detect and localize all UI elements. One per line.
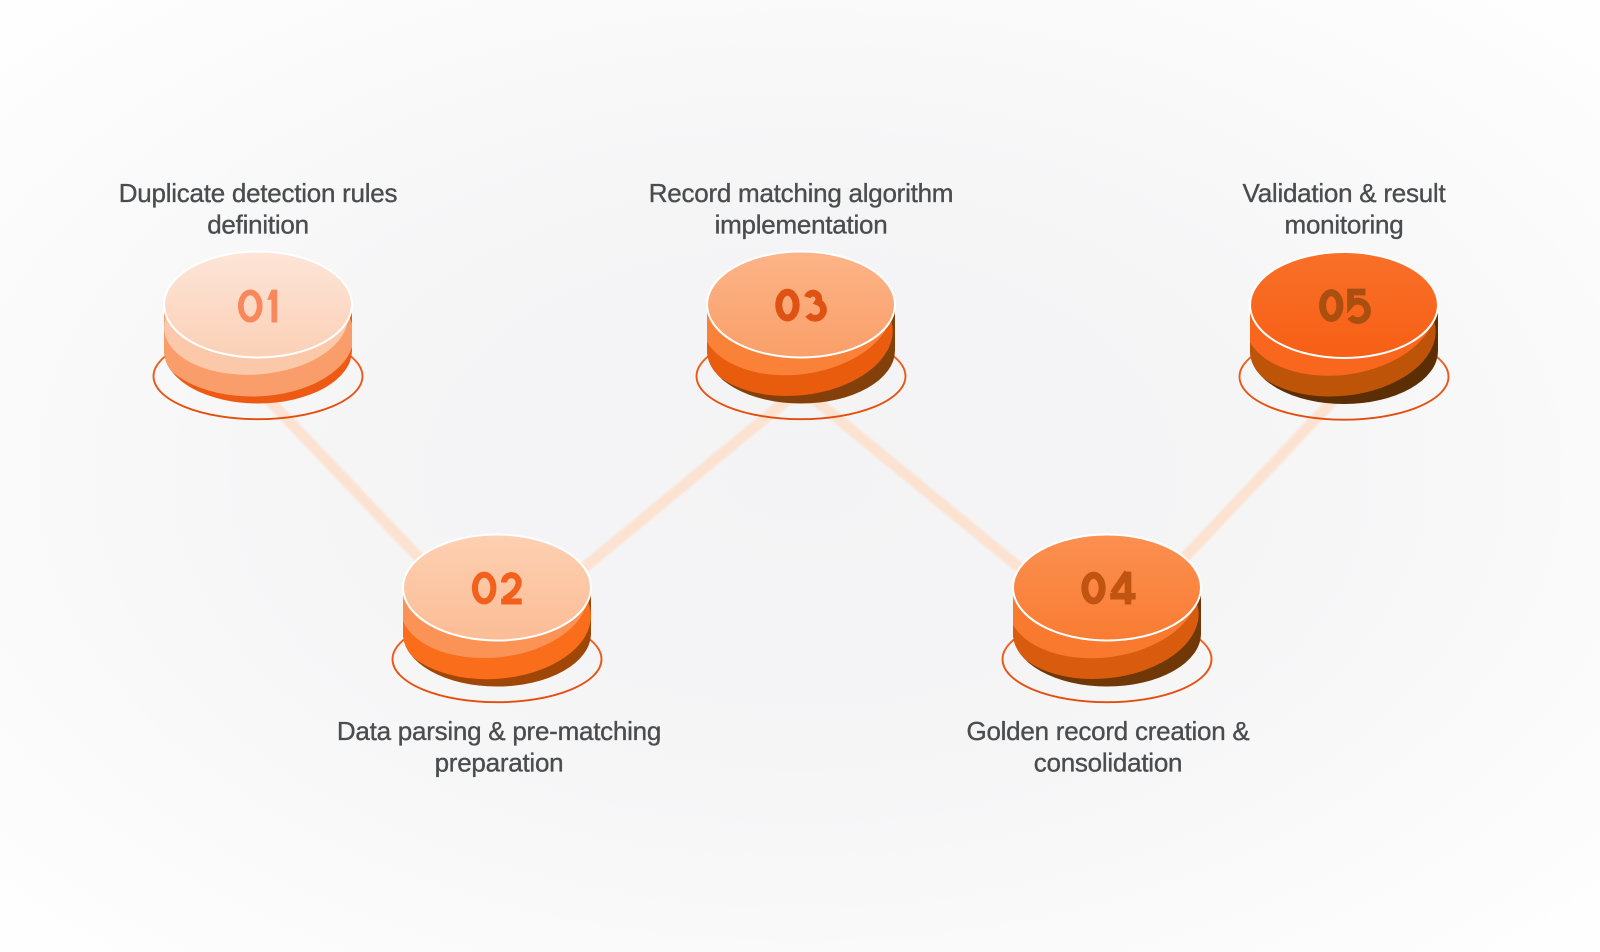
svg-text:Data parsing & pre-matching: Data parsing & pre-matching [337,716,661,746]
svg-text:definition: definition [207,210,309,240]
svg-text:Validation & result: Validation & result [1243,178,1447,208]
svg-text:Golden record creation &: Golden record creation & [966,716,1249,746]
svg-text:monitoring: monitoring [1285,210,1404,240]
svg-text:implementation: implementation [715,210,888,240]
svg-text:consolidation: consolidation [1034,747,1183,777]
svg-text:preparation: preparation [435,747,564,777]
svg-text:Duplicate detection rules: Duplicate detection rules [119,178,398,208]
svg-text:Record matching algorithm: Record matching algorithm [649,178,953,208]
